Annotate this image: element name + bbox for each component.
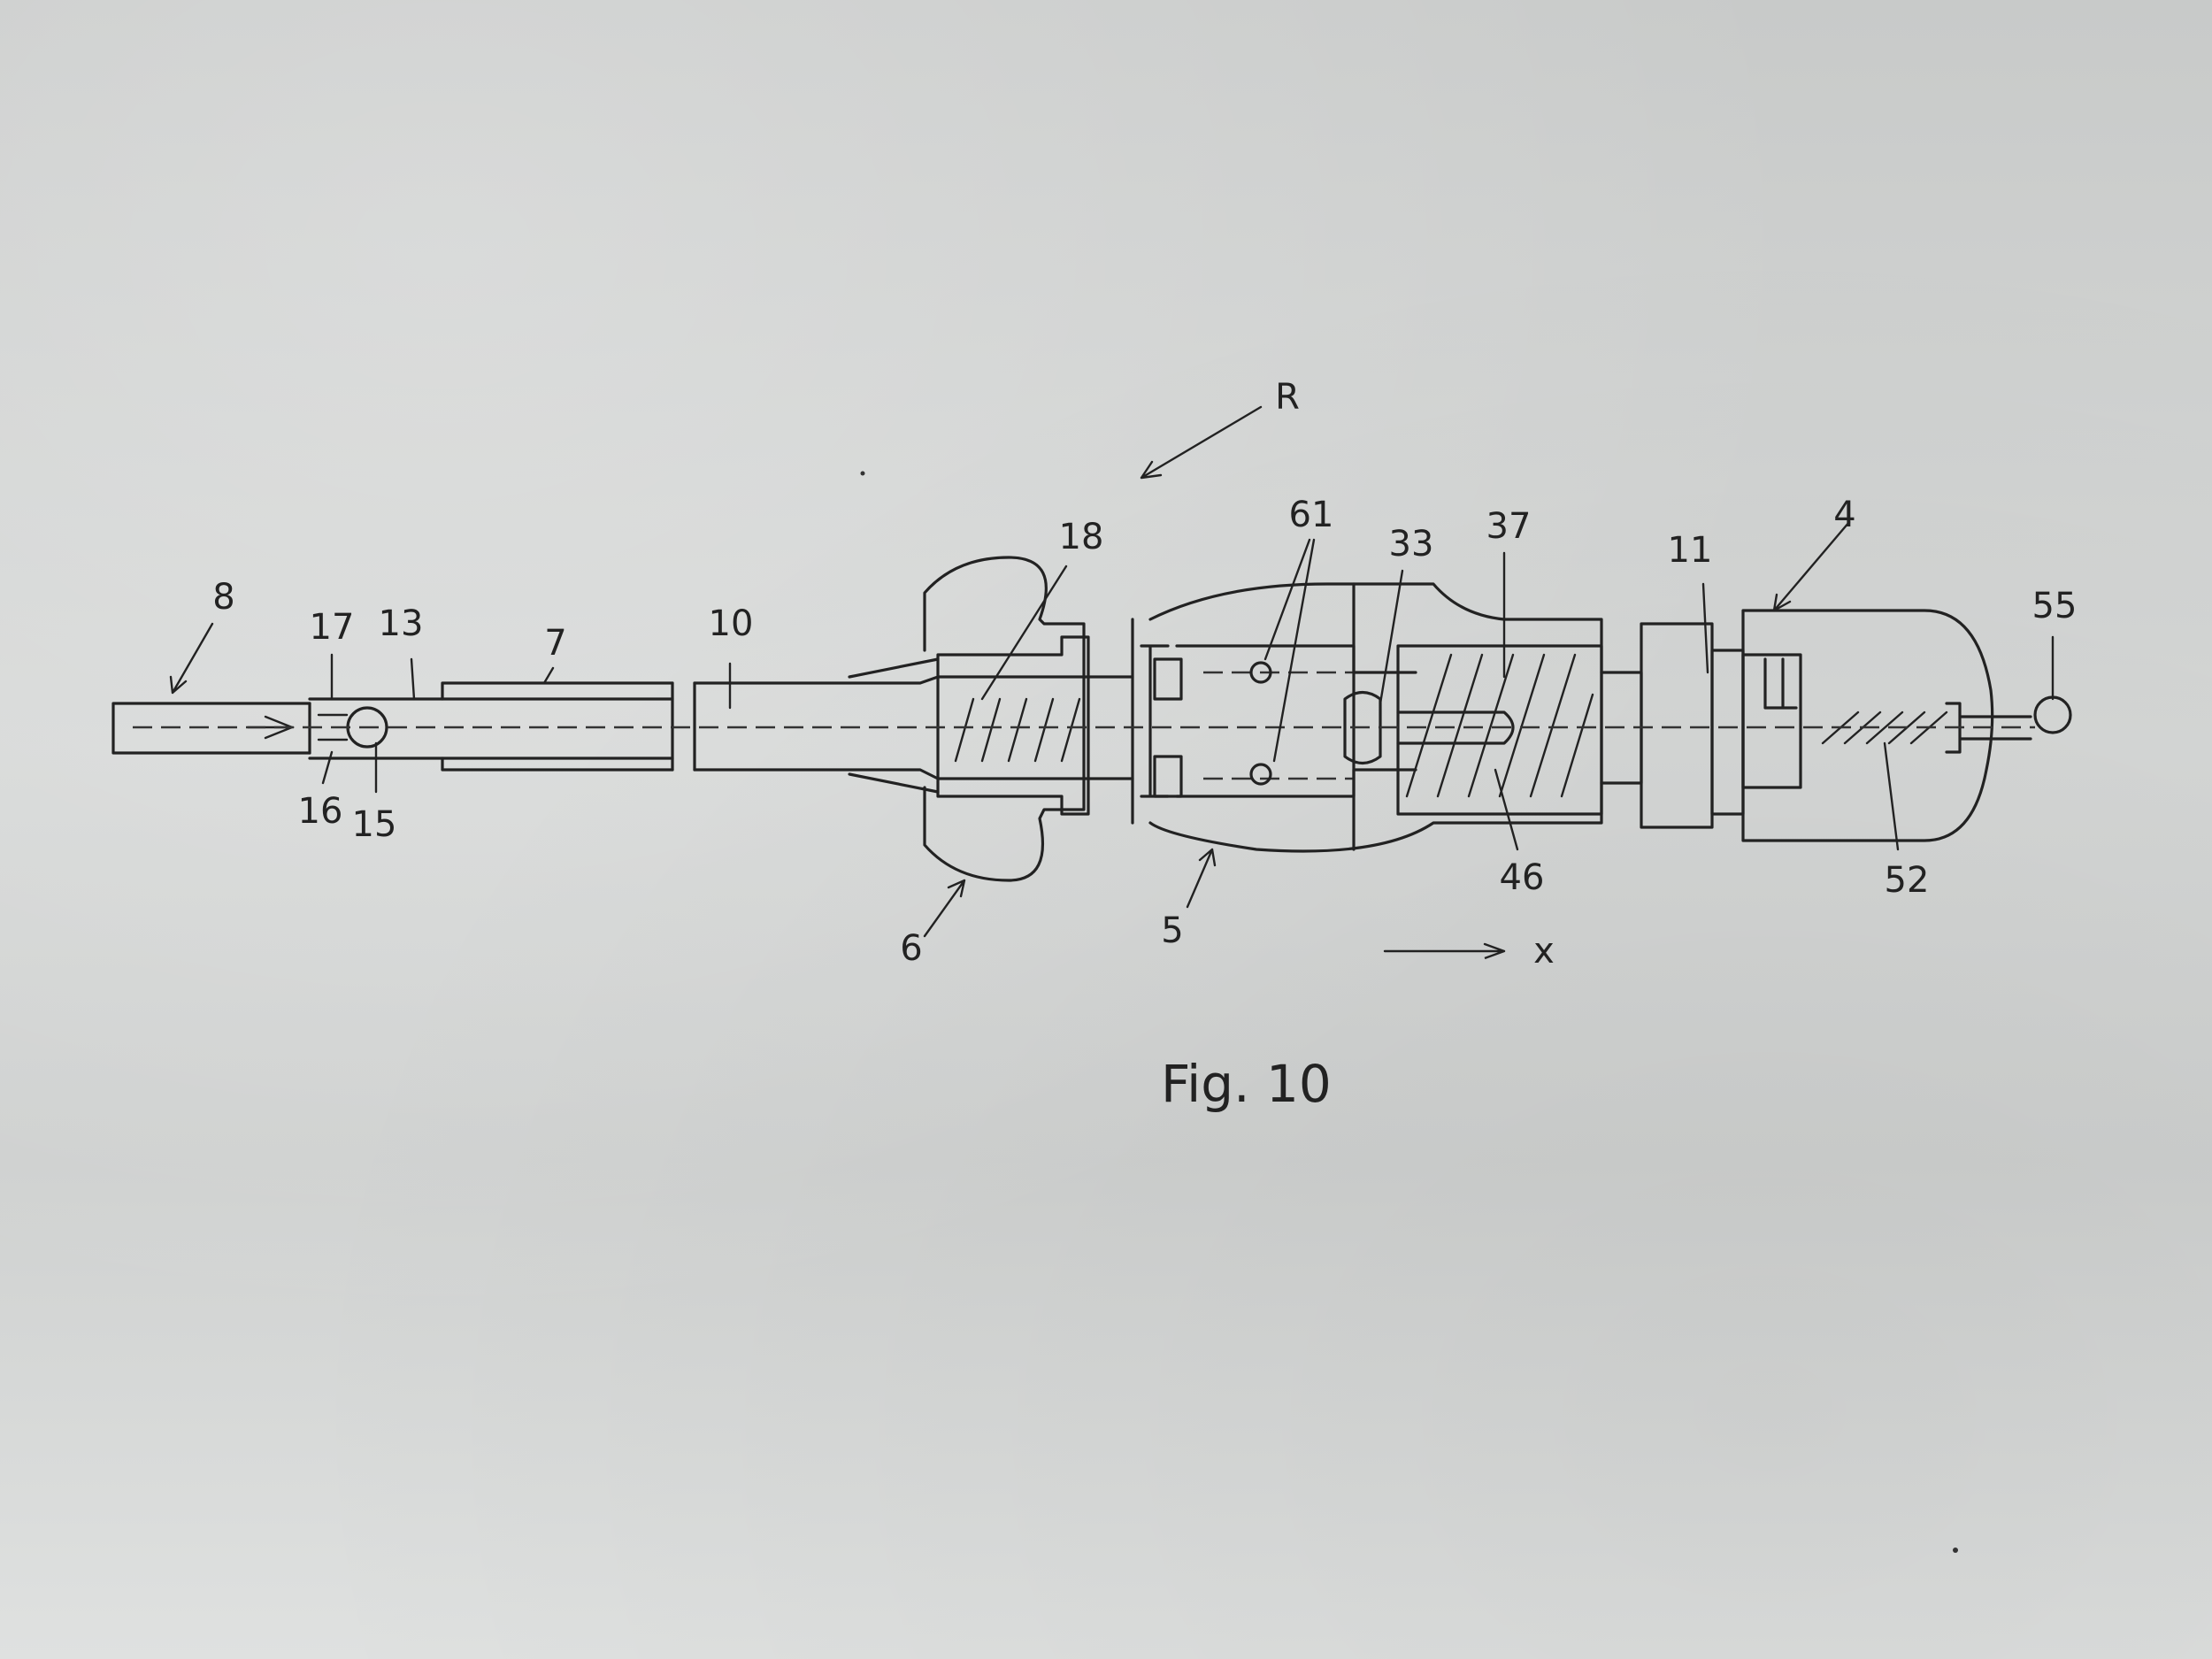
paper-speck (860, 471, 865, 476)
label-55: 55 (2032, 586, 2078, 626)
label-13: 13 (379, 603, 424, 644)
label-15: 15 (352, 804, 397, 845)
label-33: 33 (1389, 524, 1434, 565)
label-7: 7 (544, 623, 566, 664)
label-18: 18 (1059, 517, 1104, 557)
label-8: 8 (212, 577, 234, 618)
direction-label-x: x (1533, 931, 1555, 972)
label-46: 46 (1500, 857, 1545, 898)
label-5: 5 (1161, 910, 1183, 951)
paper-speck (1953, 1548, 1958, 1553)
label-17: 17 (310, 607, 355, 648)
label-6: 6 (900, 928, 922, 969)
label-10: 10 (709, 603, 754, 644)
label-11: 11 (1668, 530, 1713, 571)
label-52: 52 (1885, 860, 1930, 901)
label-61: 61 (1289, 495, 1334, 535)
figure-caption: Fig. 10 (1161, 1054, 1332, 1114)
label-4: 4 (1833, 495, 1855, 535)
label-R: R (1275, 377, 1300, 418)
label-37: 37 (1486, 506, 1532, 547)
drawing-shaft-right (671, 675, 1134, 780)
label-16: 16 (298, 791, 343, 832)
drawing-housing (1131, 582, 1603, 853)
drawing-labels: R 8 17 13 7 10 18 61 33 37 11 4 55 16 15… (212, 377, 2077, 972)
drawing-flange (848, 556, 1090, 882)
drawing-leader-lines (169, 405, 2055, 960)
drawing-rear-assembly (1600, 609, 2072, 842)
